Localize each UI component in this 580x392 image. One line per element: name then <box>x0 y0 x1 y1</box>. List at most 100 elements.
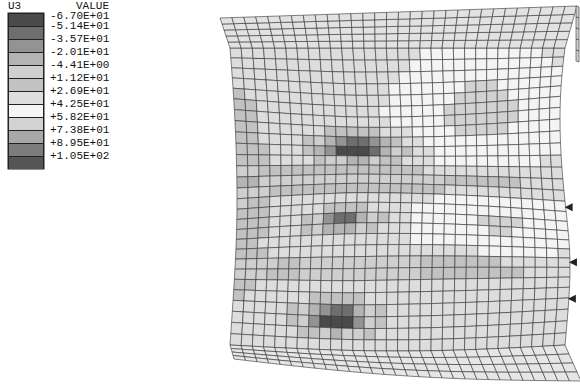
mesh-element <box>420 339 431 350</box>
mesh-element <box>281 165 292 175</box>
mesh-element <box>551 167 563 179</box>
mesh-element <box>234 99 246 111</box>
boundary-marker <box>568 295 576 303</box>
mesh-element <box>456 204 467 214</box>
mesh-element <box>523 228 535 238</box>
mesh-element <box>422 223 433 234</box>
mesh-element <box>311 246 322 258</box>
mesh-element <box>324 203 335 214</box>
mesh-element <box>366 223 377 234</box>
mesh-element <box>313 115 325 126</box>
mesh-element <box>413 156 424 165</box>
mesh-element <box>245 269 256 280</box>
mesh-element <box>401 193 412 203</box>
mesh-element <box>477 32 490 40</box>
mesh-element <box>344 223 355 234</box>
mesh-element <box>236 155 247 166</box>
mesh-element <box>375 34 386 41</box>
mesh-element <box>332 281 343 293</box>
mesh-element <box>333 83 345 95</box>
mesh-element <box>423 166 434 176</box>
mesh-element <box>466 290 478 302</box>
mesh-element <box>324 193 335 203</box>
mesh-element <box>420 60 432 72</box>
legend-swatch <box>8 52 44 65</box>
mesh-element <box>467 186 478 196</box>
mesh-element <box>512 237 524 247</box>
mesh-element <box>377 223 388 234</box>
mesh-element <box>302 125 314 136</box>
mesh-element <box>398 33 410 40</box>
mesh-element <box>390 106 401 117</box>
legend-row: +1.05E+02 <box>8 156 118 169</box>
mesh-element <box>501 236 513 246</box>
mesh-element <box>522 32 535 40</box>
mesh-element <box>300 93 312 105</box>
mesh-element <box>247 228 258 239</box>
mesh-element <box>282 29 295 36</box>
mesh-element <box>412 193 423 203</box>
mesh-element <box>511 208 523 219</box>
mesh-element <box>530 155 541 167</box>
mesh-element <box>455 125 466 136</box>
mesh-element <box>519 156 530 167</box>
mesh-element <box>259 166 270 177</box>
mesh-element <box>402 156 413 165</box>
mesh-element <box>411 203 422 213</box>
mesh-element <box>234 269 245 279</box>
mesh-element <box>346 117 357 128</box>
mesh-element <box>501 257 513 268</box>
mesh-element <box>319 41 331 48</box>
mesh-element <box>297 338 308 350</box>
mesh-element <box>375 317 386 329</box>
mesh-element <box>345 202 356 212</box>
mesh-element <box>244 89 256 100</box>
mesh-element <box>259 176 270 187</box>
mesh-element <box>550 143 561 155</box>
mesh-element <box>358 147 369 156</box>
mesh-element <box>259 29 272 35</box>
mesh-element <box>466 176 477 186</box>
mesh-element <box>389 212 400 222</box>
mesh-element <box>524 24 537 32</box>
mesh-element <box>432 33 444 41</box>
mesh-element <box>291 205 302 216</box>
mesh-element <box>331 328 342 340</box>
mesh-element <box>456 156 467 166</box>
mesh-element <box>335 183 346 193</box>
mesh-element <box>398 256 409 268</box>
mesh-element <box>268 112 280 123</box>
mesh-element <box>443 71 454 83</box>
mesh-element <box>512 257 524 267</box>
mesh-element <box>423 116 434 127</box>
mesh-element <box>442 48 453 60</box>
legend-value: -3.57E+01 <box>50 33 109 46</box>
mesh-element <box>234 23 247 29</box>
mesh-element <box>310 269 321 281</box>
mesh-element <box>248 176 259 187</box>
mesh-element <box>456 17 469 25</box>
mesh-element <box>558 23 572 32</box>
mesh-element <box>535 238 547 248</box>
mesh-element <box>488 313 500 326</box>
mesh-element <box>278 269 289 280</box>
mesh-element <box>386 41 397 48</box>
mesh-element <box>476 325 488 337</box>
mesh-element <box>487 134 498 145</box>
mesh-element <box>386 19 398 26</box>
mesh-element <box>543 200 555 211</box>
mesh-element <box>336 127 347 137</box>
mesh-element <box>487 145 498 156</box>
mesh-element <box>497 123 508 135</box>
mesh-element <box>399 233 410 244</box>
mesh-element <box>442 327 453 339</box>
mesh-element <box>232 300 244 312</box>
mesh-element <box>325 146 336 156</box>
mesh-element <box>455 25 468 33</box>
legend-value: +1.12E+01 <box>50 72 109 85</box>
mesh-element <box>297 48 309 60</box>
mesh-element <box>309 60 321 72</box>
mesh-element <box>503 16 516 24</box>
mesh-element <box>320 292 331 304</box>
mesh-element <box>454 33 466 41</box>
